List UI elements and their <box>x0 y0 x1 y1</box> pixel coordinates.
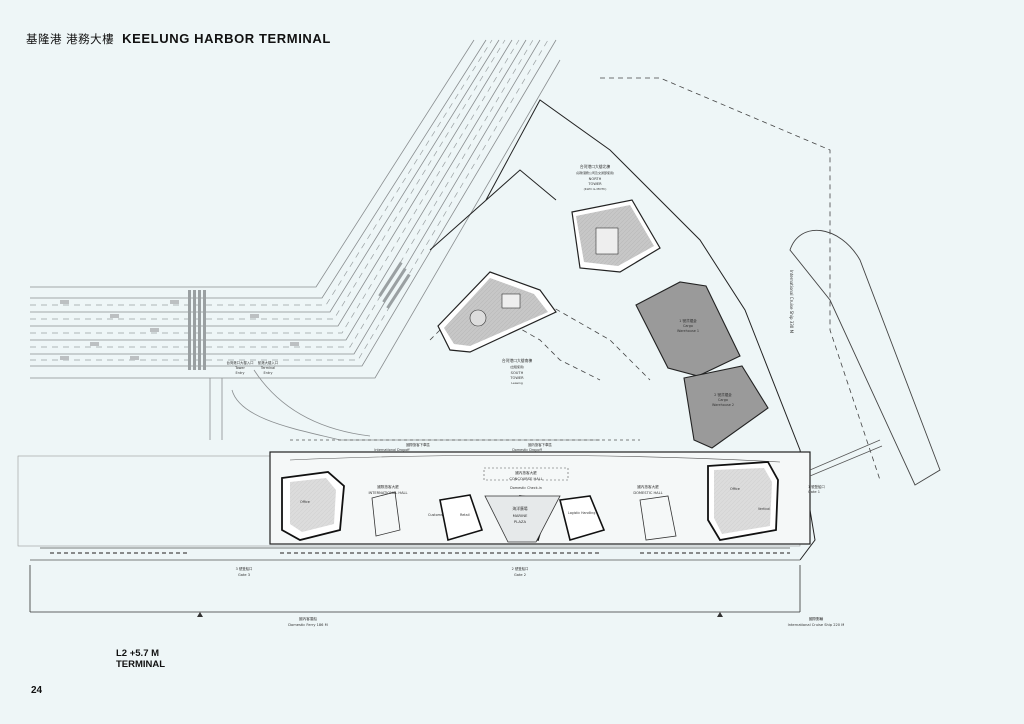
gate3-label: Gate 3 <box>238 573 250 577</box>
intl-cruise-en: International Cruise Ship 220 M <box>788 623 845 627</box>
level-legend: L2 +5.7 M TERMINAL <box>116 648 165 670</box>
north-tower-cn: 台灣港口大樓北棟 <box>580 164 611 169</box>
east-bridge <box>809 439 883 477</box>
lane-dashes <box>30 39 549 361</box>
office-label-east: Office <box>730 487 740 491</box>
north-tower-en1: NORTH <box>589 177 602 181</box>
north-tower-en2: TOWER <box>587 182 602 186</box>
cargo1-cn: 1 號貨櫃倉 <box>679 318 697 323</box>
intl-hall-en: INTERNATIONAL HALL <box>368 491 407 495</box>
customs-label: Customs <box>428 513 443 517</box>
gate1-cn: 1 號登船口 <box>808 484 825 489</box>
tower-entry-en2: Entry <box>235 371 244 375</box>
gate2-cn: 2 號登船口 <box>512 566 529 571</box>
south-tower-en1: SOUTH <box>511 371 524 375</box>
terminal-entry-en2: Entry <box>263 371 272 375</box>
north-tower-cn2: (基隆港務公司及交通部使用) <box>576 170 614 175</box>
cruise-ship-330: International Cruise Ship 330 M <box>789 229 941 486</box>
dom-hall-cn: 國內旅客大廳 <box>637 484 659 489</box>
dom-ferry-en: Domestic Ferry 186 M <box>288 623 327 627</box>
north-tower: 台灣港口大樓北棟 (基隆港務公司及交通部使用) NORTH TOWER (KLP… <box>571 164 661 273</box>
south-tower-cn2: (出租使用) <box>510 364 524 369</box>
terminal-building: 國內旅客大廳 CONCOURSE HALL Domestic Check-in … <box>17 451 811 547</box>
cargo2-cn: 2 號貨櫃倉 <box>714 392 732 397</box>
berth-markers <box>197 612 723 617</box>
cargo2-en1: Cargo <box>718 398 728 402</box>
cargo2-en2: Warehouse 2 <box>712 403 734 407</box>
logistic-label: Logistic Handling <box>568 511 595 515</box>
platform-markings <box>29 547 801 613</box>
marine-cn: 海洋廣場 <box>512 506 527 511</box>
cargo1-en2: Warehouse 1 <box>677 329 699 333</box>
cargo1-en1: Cargo <box>683 324 693 328</box>
page-title: 基隆港 港務大樓 KEELUNG HARBOR TERMINAL <box>26 31 331 47</box>
marine-en2: PLAZA <box>514 519 527 524</box>
page-number: 24 <box>31 685 43 696</box>
cargo-warehouse-1: 1 號貨櫃倉 Cargo Warehouse 1 <box>635 281 741 377</box>
vehicles <box>60 300 299 360</box>
gate3-cn: 3 號登船口 <box>236 566 253 571</box>
south-tower-en3: Leasing <box>511 381 523 385</box>
intl-dropoff-cn: 國際旅客下車區 <box>406 442 430 447</box>
highway <box>30 39 600 441</box>
title-english: KEELUNG HARBOR TERMINAL <box>122 31 331 46</box>
north-tower-en3: (KLPC & MOTC) <box>584 187 607 191</box>
cargo-warehouse-2: 2 號貨櫃倉 Cargo Warehouse 2 <box>683 365 769 449</box>
concourse-en: CONCOURSE HALL <box>509 477 542 481</box>
level-name: TERMINAL <box>116 659 166 670</box>
intl-dropoff-en: International Dropoff <box>374 448 410 452</box>
intl-hall-cn: 國際旅客大廳 <box>377 484 399 489</box>
terminal-entry-cn: 航港大樓入口 <box>258 360 278 365</box>
retail-label: Retail <box>460 513 470 517</box>
dom-ferry-cn: 國內客運船 <box>299 616 317 621</box>
dropoff-strip: 國際旅客下車區 International Dropoff 國內旅客下車區 Do… <box>290 439 640 452</box>
ship-labels: 國內客運船 Domestic Ferry 186 M 國際郵輪 Internat… <box>288 616 844 627</box>
terminal-entry-en1: Terminal <box>260 366 275 370</box>
big-ship-label: International Cruise Ship 330 M <box>789 270 794 334</box>
office-label-west: Office <box>300 500 310 504</box>
entry-labels: 台灣港口大樓入口 Tower Entry 航港大樓入口 Terminal Ent… <box>226 360 278 375</box>
gate2-label: Gate 2 <box>514 573 526 577</box>
vertical-label: Vertical <box>758 507 770 511</box>
south-tower-cn: 台灣港口大樓南棟 <box>502 358 533 363</box>
level-elevation: L2 +5.7 M <box>116 648 160 659</box>
dom-dropoff-cn: 國內旅客下車區 <box>528 442 552 447</box>
checkin-label: Domestic Check-in <box>510 486 542 490</box>
intl-cruise-cn: 國際郵輪 <box>809 616 824 621</box>
title-chinese: 基隆港 港務大樓 <box>26 32 115 46</box>
south-tower: 台灣港口大樓南棟 (出租使用) SOUTH TOWER Leasing <box>437 271 557 385</box>
dom-hall-en: DOMESTIC HALL <box>633 491 662 495</box>
dom-dropoff-en: Domestic Dropoff <box>512 448 542 452</box>
tower-entry-cn: 台灣港口大樓入口 <box>226 360 253 365</box>
concourse-cn: 國內旅客大廳 <box>515 470 537 475</box>
gate1-label: Gate 1 <box>808 490 820 494</box>
south-tower-en2: TOWER <box>509 376 524 380</box>
marine-en1: MARINE <box>513 513 528 518</box>
gates: 3 號登船口 Gate 3 2 號登船口 Gate 2 1 號登船口 Gate … <box>236 484 825 577</box>
crosswalks <box>188 261 411 370</box>
tower-entry-en1: Tower <box>234 366 245 370</box>
site-boundary <box>429 99 816 561</box>
